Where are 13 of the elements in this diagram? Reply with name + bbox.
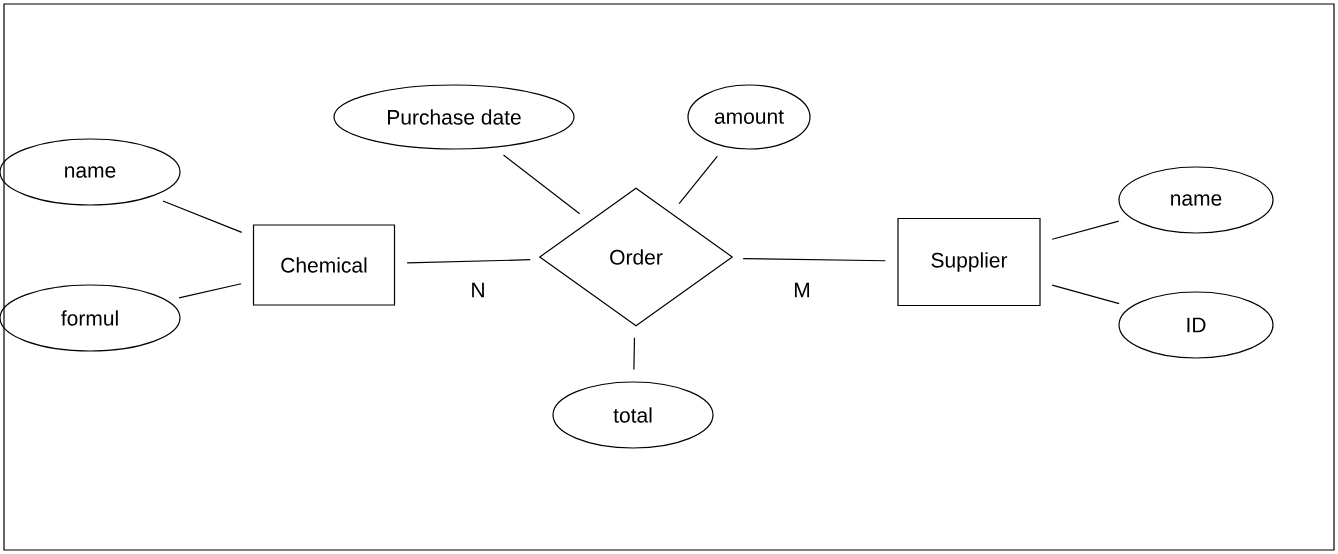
connector-line: [742, 258, 886, 262]
entity-box: Chemical: [252, 224, 396, 306]
connector-line: [678, 155, 718, 205]
connector-line: [502, 154, 581, 215]
cardinality-label: M: [791, 280, 813, 300]
connector-line: [162, 200, 243, 233]
cardinality-label: N: [468, 280, 488, 300]
connector-line: [178, 283, 242, 299]
connector-line: [406, 259, 531, 264]
connector-line: [633, 337, 636, 370]
entity-box: Supplier: [897, 217, 1041, 307]
connector-line: [1051, 220, 1120, 240]
connector-line: [1051, 284, 1120, 305]
